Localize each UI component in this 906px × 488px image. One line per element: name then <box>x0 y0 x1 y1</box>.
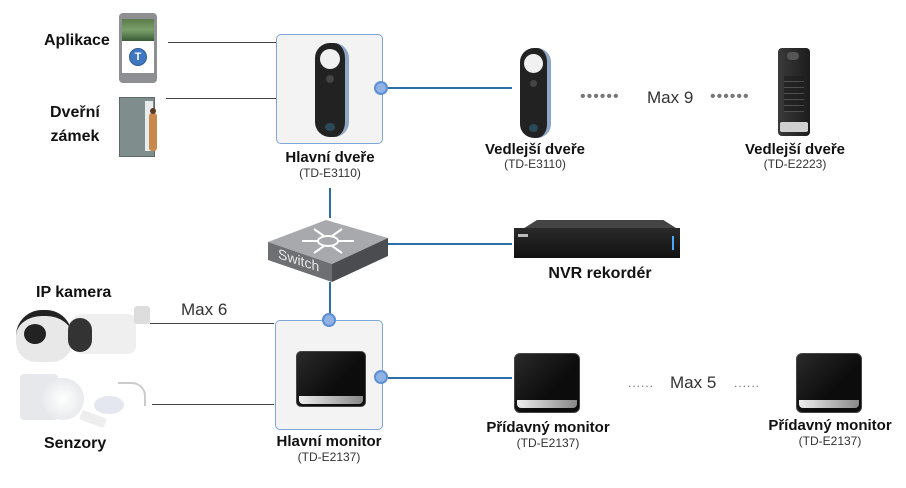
main-monitor-label: Hlavní monitor <box>276 433 382 450</box>
extra-monitor-2-icon <box>796 353 862 413</box>
main-monitor-model: (TD-E2137) <box>297 450 361 464</box>
main-door-model: (TD-E3110) <box>299 166 361 180</box>
door-dots-left: •••••• <box>580 88 620 105</box>
ip-camera-connection-line <box>150 323 274 325</box>
extra-monitor-1-model: (TD-E2137) <box>516 436 580 450</box>
sensors-label: Senzory <box>44 435 107 452</box>
app-connection-line <box>168 42 278 44</box>
door-lock-connection-line <box>166 98 278 100</box>
sensors-connection-line <box>152 404 274 406</box>
main-monitor-top-connector-dot <box>322 313 336 327</box>
extra-monitor-1-label: Přídavný monitor <box>486 419 610 436</box>
ip-camera-icon <box>16 302 152 362</box>
switch-icon: Switch <box>266 218 390 284</box>
door-lock-label: Dveřní zámek <box>50 101 100 149</box>
doorbell-icon <box>315 43 349 137</box>
sub-door-2-keypad-icon <box>778 48 810 136</box>
door-lock-label-line1: Dveřní <box>50 104 100 121</box>
door-switch-line <box>329 188 331 218</box>
main-monitor-box[interactable] <box>275 320 383 430</box>
nvr-icon <box>514 220 680 260</box>
main-monitor-icon <box>296 351 366 407</box>
switch-monitor-line <box>329 282 331 318</box>
switch-nvr-line <box>388 243 512 245</box>
monitor-bus-line <box>388 377 512 379</box>
ip-camera-label: IP kamera <box>36 284 112 301</box>
main-door-box[interactable] <box>276 34 383 144</box>
main-monitor-right-connector-dot <box>374 370 388 384</box>
main-door-label: Hlavní dveře <box>285 149 375 166</box>
ip-camera-max-label: Max 6 <box>181 300 228 319</box>
monitor-dots-right: ...... <box>734 376 761 390</box>
door-lock-label-line2: zámek <box>50 128 100 145</box>
app-phone-icon: T <box>119 13 157 83</box>
main-door-connector-dot <box>374 81 388 95</box>
sub-door-2-model: (TD-E2223) <box>763 157 827 171</box>
sub-door-1-label: Vedlejší dveře <box>484 141 586 158</box>
sub-door-2-label: Vedlejší dveře <box>744 141 846 158</box>
sub-door-1-icon <box>520 48 551 138</box>
door-bus-line <box>388 87 512 89</box>
monitor-dots-left: ...... <box>628 376 655 390</box>
nvr-label: NVR rekordér <box>548 265 652 282</box>
door-lock-icon <box>119 95 159 157</box>
extra-monitor-2-model: (TD-E2137) <box>798 434 862 448</box>
extra-monitor-1-icon <box>514 353 580 413</box>
sub-door-1-model: (TD-E3110) <box>504 157 566 171</box>
monitor-max-label: Max 5 <box>670 373 717 392</box>
sensors-icon <box>20 374 146 430</box>
door-max-label: Max 9 <box>647 88 694 107</box>
app-label: Aplikace <box>44 32 110 49</box>
extra-monitor-2-label: Přídavný monitor <box>768 417 892 434</box>
door-dots-right: •••••• <box>710 88 750 105</box>
